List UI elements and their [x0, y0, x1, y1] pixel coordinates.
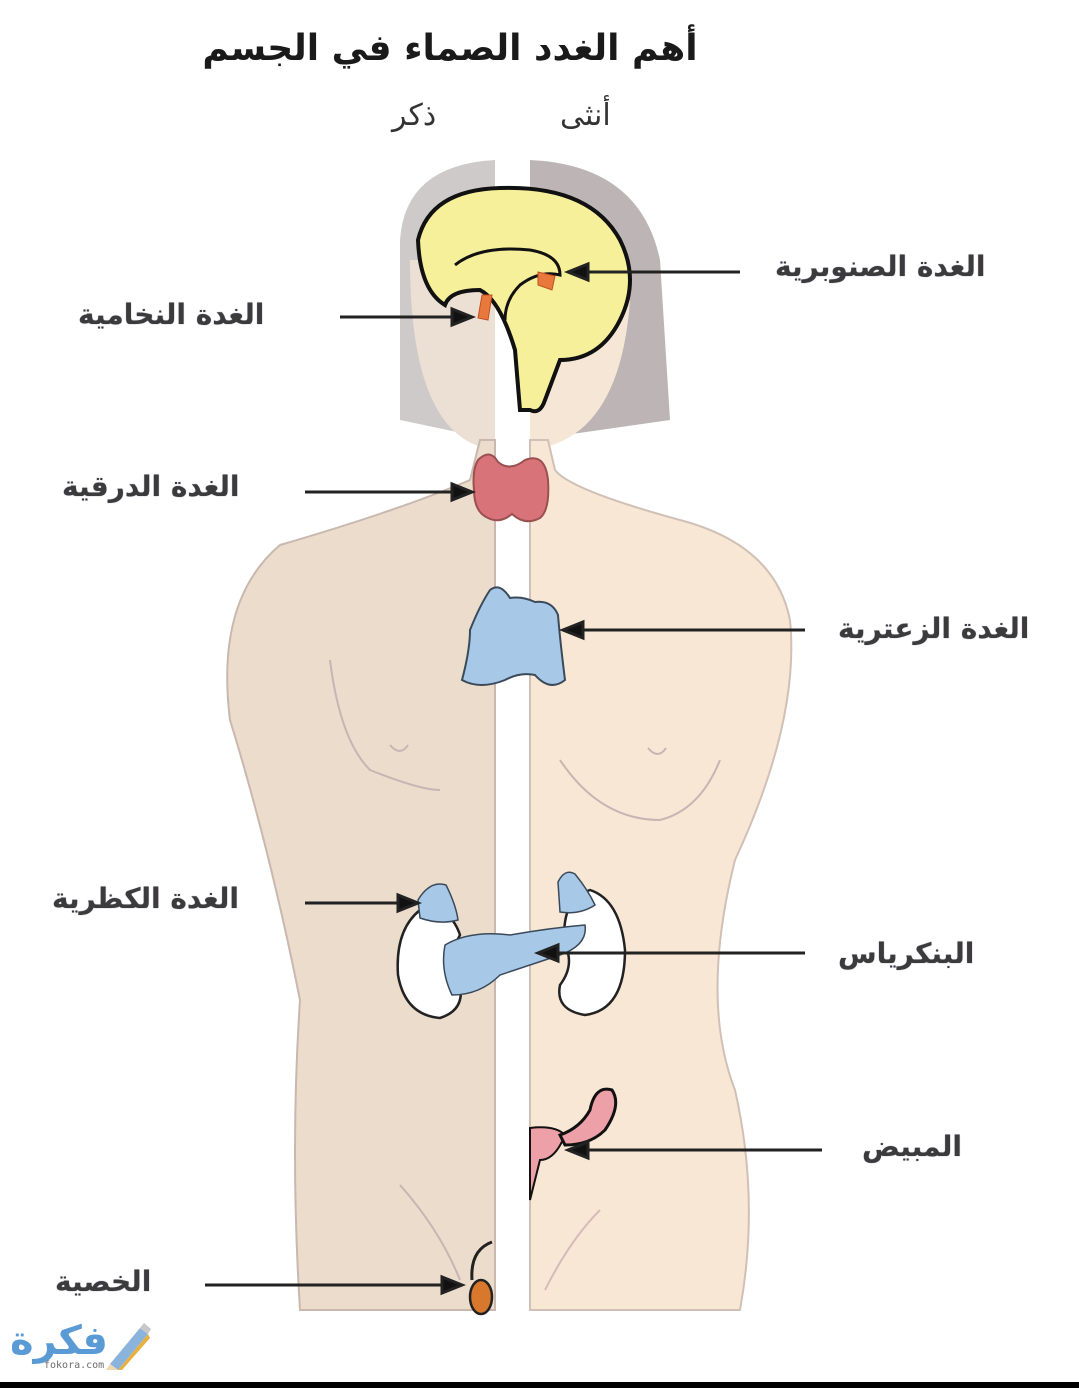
testis-icon — [468, 1278, 494, 1316]
label-pancreas: البنكرياس — [838, 937, 975, 970]
pituitary-gland-icon — [477, 294, 493, 321]
ovary-icon — [557, 1087, 618, 1147]
label-adrenal: الغدة الكظرية — [52, 882, 239, 915]
label-pineal: الغدة الصنوبرية — [775, 250, 986, 283]
thymus-gland-icon — [460, 586, 567, 686]
female-label: أنثى — [560, 98, 611, 133]
label-testis: الخصية — [55, 1265, 152, 1298]
thyroid-gland-icon — [472, 453, 550, 523]
male-label: ذكر — [392, 98, 437, 133]
left-adrenal-gland-icon — [417, 883, 459, 923]
site-logo: فكرة fokora.com — [6, 1318, 156, 1378]
brain-icon — [415, 185, 632, 414]
label-ovary: المبيض — [862, 1130, 962, 1163]
label-pituitary: الغدة النخامية — [78, 298, 265, 331]
pancreas-icon — [442, 924, 587, 996]
bottom-border — [0, 1382, 1079, 1388]
female-body — [529, 439, 793, 1311]
pencil-icon — [106, 1323, 151, 1370]
pineal-gland-icon — [537, 271, 556, 291]
logo-domain: fokora.com — [44, 1360, 105, 1371]
page-title: أهم الغدد الصماء في الجسم — [202, 28, 698, 69]
leader-arrows — [205, 261, 822, 1296]
label-thyroid: الغدة الدرقية — [62, 470, 240, 503]
logo-text: فكرة — [10, 1318, 108, 1364]
male-body — [226, 439, 496, 1311]
left-kidney-icon — [396, 908, 463, 1020]
label-thymus: الغدة الزعترية — [838, 612, 1030, 645]
right-adrenal-gland-icon — [557, 871, 596, 914]
